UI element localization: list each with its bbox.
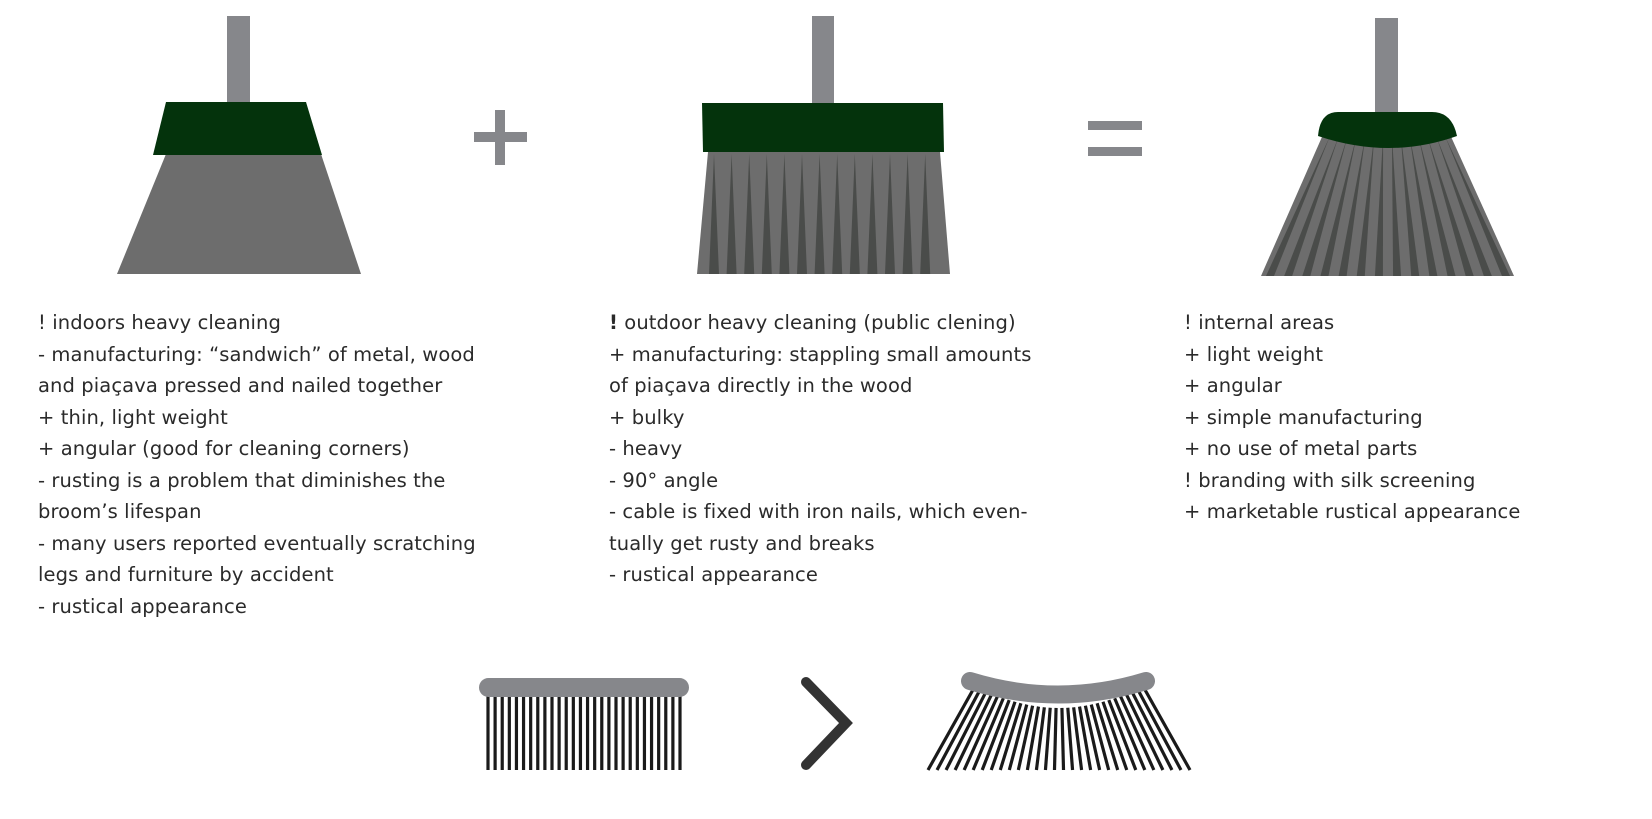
note-line: + no use of metal parts [1184, 433, 1520, 465]
note-line: broom’s lifespan [38, 496, 476, 528]
comb-bristle [1054, 708, 1056, 770]
plus-icon [474, 110, 527, 165]
note-line: + marketable rustical appearance [1184, 496, 1520, 528]
note-line: - heavy [609, 433, 1032, 465]
comb-bristle [1068, 708, 1073, 770]
comb-bristle [1045, 708, 1050, 770]
note-line: ! internal areas [1184, 307, 1520, 339]
comb-bristles [488, 690, 680, 770]
note-line: tually get rusty and breaks [609, 528, 1032, 560]
flat-broom-icon [117, 16, 361, 274]
greater-than-chevron-icon [806, 682, 846, 765]
note-line: - rustical appearance [609, 559, 1032, 591]
equals-icon [1088, 121, 1142, 156]
straight-bristle-comb-icon [479, 678, 689, 770]
note-line: + thin, light weight [38, 402, 476, 434]
note-line: - cable is fixed with iron nails, which … [609, 496, 1032, 528]
comb-bar [479, 678, 689, 697]
note-line: + simple manufacturing [1184, 402, 1520, 434]
broom-handle [227, 16, 250, 102]
note-line: and piaçava pressed and nailed together [38, 370, 476, 402]
broom-handle [812, 16, 834, 105]
note-line: + light weight [1184, 339, 1520, 371]
note-text: outdoor heavy cleaning (public clening) [618, 311, 1016, 334]
angled-broom-icon [1261, 18, 1514, 276]
note-line: ! indoors heavy cleaning [38, 307, 476, 339]
comb-bristle [1062, 708, 1064, 770]
curved-bristle-comb-icon [928, 681, 1190, 770]
left-broom-notes: ! indoors heavy cleaning- manufacturing:… [38, 307, 476, 622]
comb-bar [970, 681, 1146, 695]
note-line: - rustical appearance [38, 591, 476, 623]
note-line: legs and furniture by accident [38, 559, 476, 591]
middle-broom-notes: ! outdoor heavy cleaning (public clening… [609, 307, 1032, 591]
right-broom-notes: ! internal areas+ light weight+ angular+… [1184, 307, 1520, 528]
note-line: ! branding with silk screening [1184, 465, 1520, 497]
note-line: - many users reported eventually scratch… [38, 528, 476, 560]
note-line: + angular [1184, 370, 1520, 402]
note-line: of piaçava directly in the wood [609, 370, 1032, 402]
emphasis-marker: ! [609, 311, 618, 334]
note-line: - manufacturing: “sandwich” of metal, wo… [38, 339, 476, 371]
note-line: - 90° angle [609, 465, 1032, 497]
broom-head [702, 103, 944, 152]
note-line: + angular (good for cleaning corners) [38, 433, 476, 465]
broom-head [153, 102, 322, 155]
note-line: ! outdoor heavy cleaning (public clening… [609, 307, 1032, 339]
note-line: + manufacturing: stappling small amounts [609, 339, 1032, 371]
note-line: - rusting is a problem that diminishes t… [38, 465, 476, 497]
broom-bristle-block [117, 154, 361, 274]
note-line: + bulky [609, 402, 1032, 434]
stapled-broom-icon [697, 16, 950, 274]
broom-handle [1375, 18, 1398, 114]
